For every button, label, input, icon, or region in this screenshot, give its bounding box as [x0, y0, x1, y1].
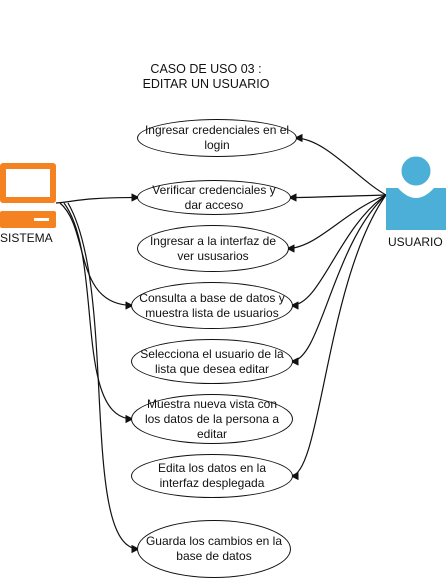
association-sistema-2 — [55, 193, 140, 204]
association-usuario-5 — [290, 194, 387, 366]
title-line-1: CASO DE USO 03 : — [150, 62, 262, 76]
use-case-label: Ingresar a la interfaz de ver ususarios — [149, 233, 277, 263]
association-sistema-4 — [59, 202, 134, 310]
use-case-label: Selecciona el usuario de la lista que de… — [140, 346, 284, 376]
actor-label-usuario: USUARIO — [388, 235, 443, 249]
association-sistema-8 — [67, 202, 140, 554]
use-case-label: Guarda los cambios en la base de datos — [145, 534, 283, 563]
association-usuario-4 — [290, 194, 387, 310]
association-usuario-2 — [288, 193, 387, 202]
use-case-5: Selecciona el usuario de la lista que de… — [131, 339, 293, 384]
use-case-label: Verificar credenciales y dar acceso — [152, 182, 276, 212]
diagram-title: CASO DE USO 03 : EDITAR UN USUARIO — [120, 62, 292, 92]
user-icon — [386, 153, 446, 230]
use-case-8: Guarda los cambios en la base de datos — [137, 520, 291, 578]
association-lines — [55, 133, 387, 554]
association-usuario-7 — [290, 194, 387, 481]
use-case-2: Verificar credenciales y dar acceso — [137, 180, 291, 215]
title-line-2: EDITAR UN USUARIO — [142, 77, 270, 91]
use-case-6: Muestra nueva vista con los datos de la … — [131, 394, 293, 444]
actor-label-sistema: SISTEMA — [0, 231, 53, 245]
use-case-1: Ingresar credenciales en el login — [137, 119, 297, 157]
use-case-label: Ingresar credenciales en el login — [144, 123, 290, 152]
computer-icon — [0, 163, 56, 228]
use-case-7: Edita los datos en la interfaz desplegad… — [131, 454, 293, 498]
association-usuario-3 — [286, 194, 387, 253]
use-case-label: Edita los datos en la interfaz desplegad… — [157, 461, 267, 490]
association-sistema-6 — [63, 202, 134, 424]
use-case-4: Consulta a base de datos y muestra lista… — [131, 282, 293, 329]
association-usuario-1 — [294, 133, 387, 196]
use-case-label: Consulta a base de datos y muestra lista… — [139, 290, 285, 320]
use-case-3: Ingresar a la interfaz de ver ususarios — [137, 225, 289, 272]
use-case-label: Muestra nueva vista con los datos de la … — [144, 396, 280, 441]
